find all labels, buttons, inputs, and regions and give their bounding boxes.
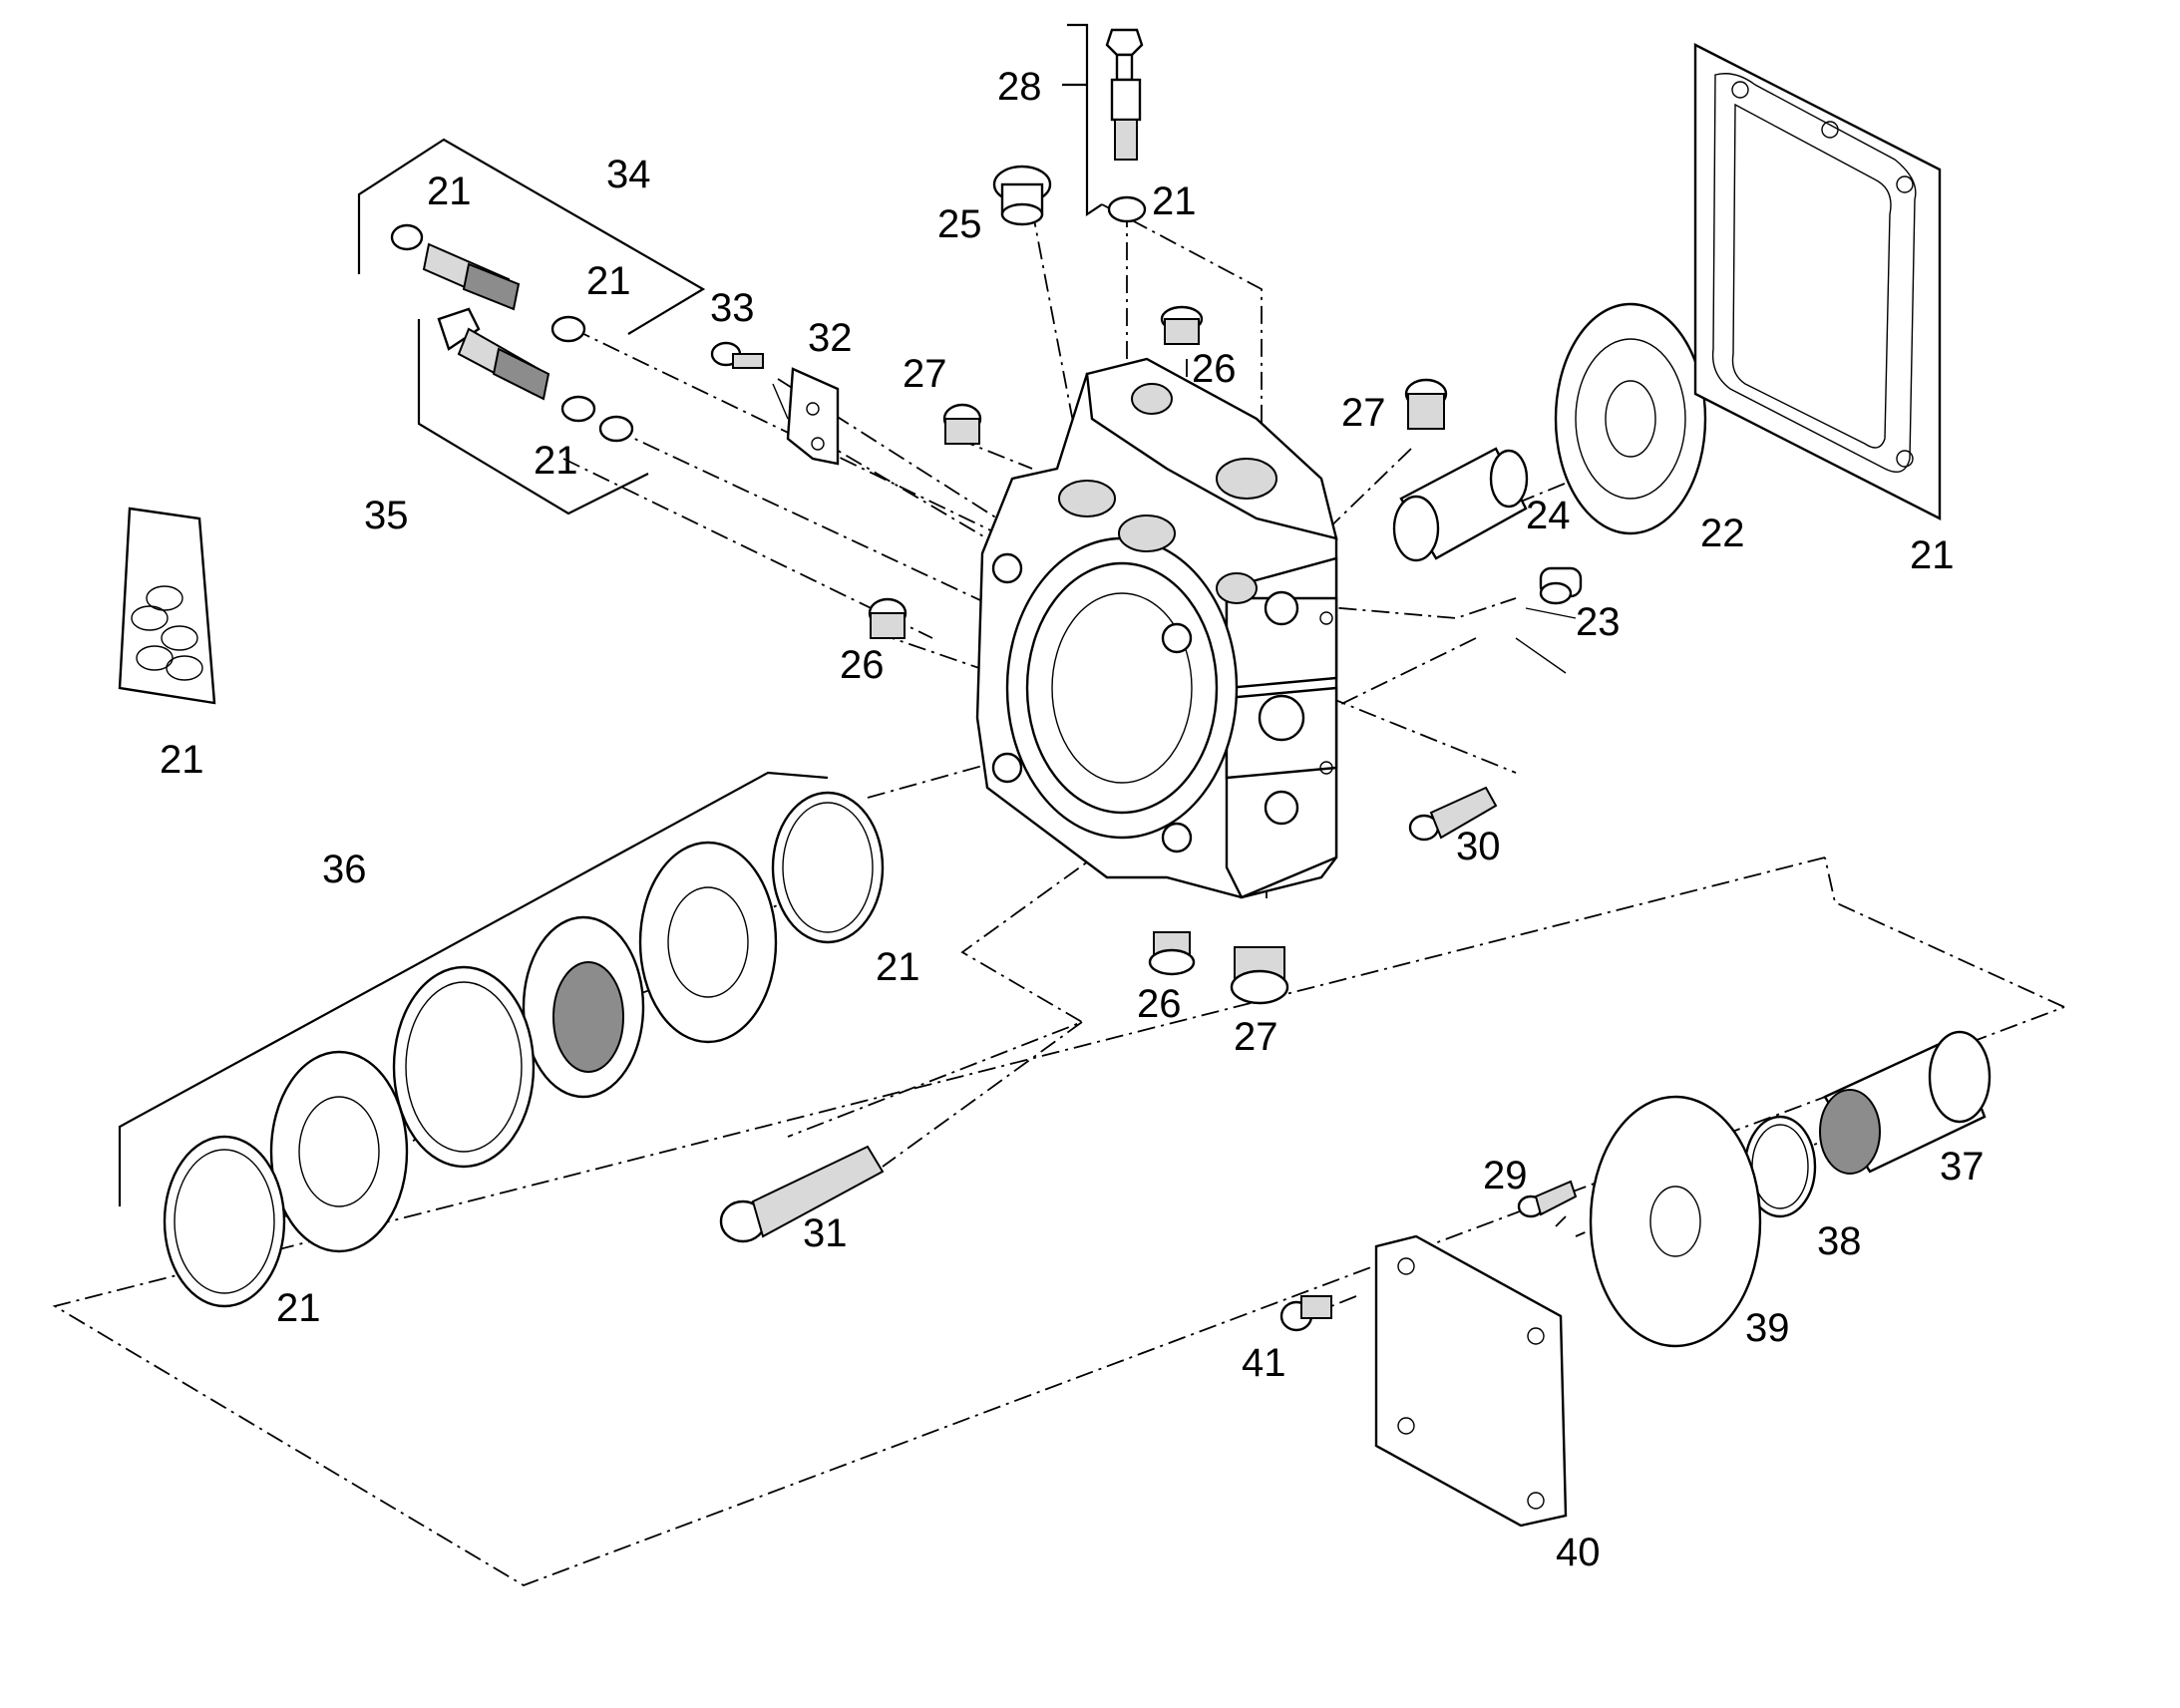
label-31: 31 <box>803 1211 848 1255</box>
valve-35 <box>437 307 634 443</box>
clip-32 <box>786 367 840 466</box>
label-40: 40 <box>1556 1531 1601 1574</box>
label-26-top: 26 <box>1192 347 1237 391</box>
label-37: 37 <box>1940 1145 1985 1189</box>
label-21-gasket: 21 <box>1910 533 1955 577</box>
pump-housing <box>975 357 1338 899</box>
label-21-valve-oring: 21 <box>586 259 631 303</box>
bolt-31 <box>719 1145 885 1243</box>
label-27-left: 27 <box>903 352 947 396</box>
label-39: 39 <box>1745 1306 1790 1350</box>
o-ring-bag-21 <box>118 507 216 705</box>
plug-27-right <box>1404 378 1448 430</box>
relief-valve-34 <box>390 223 586 343</box>
plug-26-top <box>1160 305 1204 345</box>
screw-41 <box>1279 1295 1332 1332</box>
label-27-bottom: 27 <box>1234 1015 1278 1059</box>
label-21-top-valve: 21 <box>427 170 472 213</box>
label-28: 28 <box>997 65 1042 109</box>
plug-27-left <box>942 403 982 445</box>
label-29: 29 <box>1483 1154 1528 1197</box>
plug-25 <box>992 165 1052 226</box>
label-21-bag: 21 <box>160 738 204 782</box>
label-33: 33 <box>710 286 755 330</box>
shaft-37 <box>1819 1030 1992 1175</box>
plug-26-bottom <box>1148 931 1196 976</box>
screw-33 <box>710 341 764 369</box>
label-41: 41 <box>1242 1341 1286 1385</box>
label-36: 36 <box>322 848 367 891</box>
plug-23 <box>1539 566 1583 605</box>
label-35: 35 <box>364 494 409 537</box>
plug-26-left <box>868 597 908 639</box>
cover-plate-39 <box>1589 1095 1762 1348</box>
gasket-21 <box>1693 43 1942 520</box>
label-24: 24 <box>1526 494 1571 537</box>
label-22: 22 <box>1700 512 1745 555</box>
label-26-left: 26 <box>840 643 885 687</box>
label-21-ring-left: 21 <box>276 1286 321 1330</box>
bracket-lines <box>118 23 1696 1206</box>
label-38: 38 <box>1817 1219 1862 1263</box>
part-labels: 21 34 21 33 32 21 35 28 21 25 26 27 27 2… <box>160 65 1985 1574</box>
screw-30 <box>1408 786 1498 842</box>
port-plate-22 <box>1554 302 1707 535</box>
label-21-ring-right: 21 <box>876 945 920 989</box>
bearing-assembly-36 <box>163 791 885 1308</box>
sleeve-24 <box>1392 447 1529 562</box>
label-21-lower-orings: 21 <box>534 439 578 483</box>
plug-27-bottom <box>1230 946 1289 1005</box>
label-25: 25 <box>937 202 982 246</box>
label-32: 32 <box>808 316 853 360</box>
label-30: 30 <box>1456 825 1501 868</box>
label-23: 23 <box>1576 600 1621 644</box>
screw-29 <box>1517 1180 1578 1218</box>
label-27-right: 27 <box>1341 391 1386 435</box>
cartridge-valve-28 <box>1105 28 1147 223</box>
label-21-cartridge: 21 <box>1152 179 1197 223</box>
flange-plate-40 <box>1374 1234 1568 1528</box>
label-34: 34 <box>606 153 651 196</box>
label-26-bottom: 26 <box>1137 982 1182 1026</box>
